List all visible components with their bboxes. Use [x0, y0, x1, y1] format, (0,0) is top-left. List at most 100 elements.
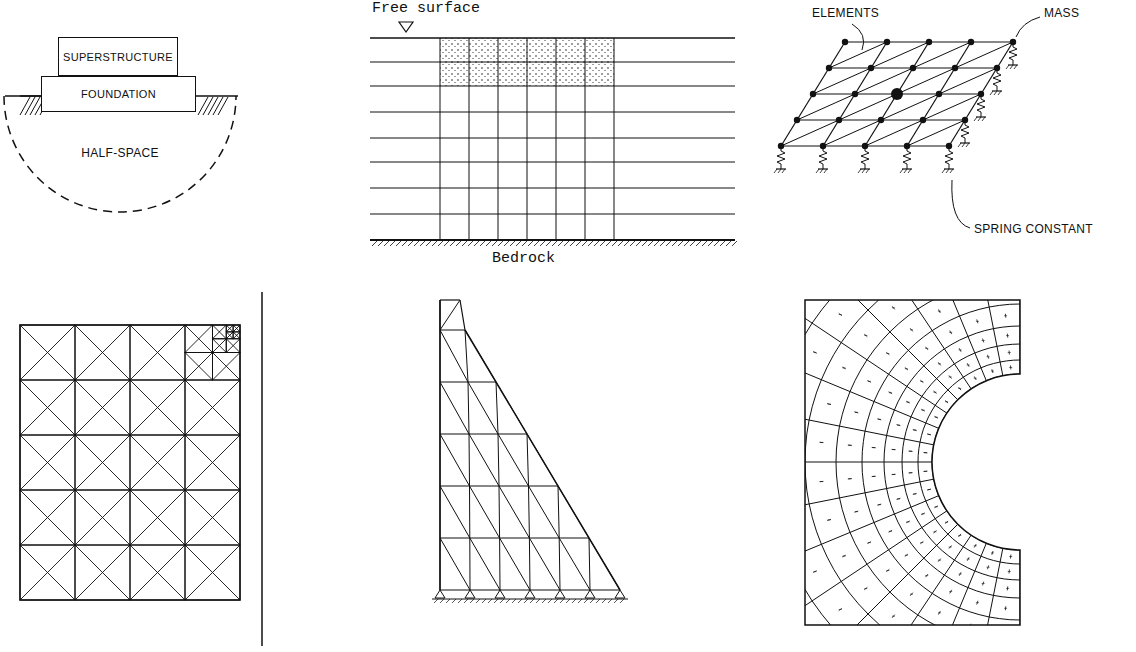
mesh-line [907, 120, 965, 146]
support-symbol [495, 590, 505, 598]
mesh-radial [859, 543, 986, 652]
stress-mark [820, 442, 823, 443]
stress-mark [925, 636, 927, 640]
bedrock-hatch [600, 241, 605, 246]
callout-label: SPRING CONSTANT [974, 222, 1093, 236]
plate-mesh [774, 17, 1040, 228]
mass-dot [852, 91, 858, 97]
mesh-line [440, 300, 460, 330]
mesh-line [469, 434, 498, 435]
mass-dot [978, 91, 984, 97]
stress-mark [848, 478, 851, 479]
spring-ground-hatch [908, 169, 911, 173]
mesh-line [185, 545, 240, 600]
mesh-cell [185, 490, 240, 545]
mesh-line [823, 120, 881, 146]
stress-mark [992, 369, 993, 373]
bedrock-hatch [546, 241, 551, 246]
mesh-radial [938, 548, 1003, 652]
bedrock-hatch [408, 241, 413, 246]
mesh-line [865, 42, 929, 146]
support-symbol [555, 590, 565, 598]
support-hatch [620, 599, 624, 603]
mesh-arc [735, 177, 1020, 652]
mesh-cell [130, 545, 185, 600]
stress-mark [938, 309, 940, 313]
support-hatch [446, 599, 450, 603]
stress-mark [921, 409, 925, 411]
support-hatch [596, 599, 600, 603]
stress-mark [839, 314, 842, 315]
stress-mark [935, 506, 938, 507]
spring-ground-hatch [946, 169, 949, 173]
mesh-cell [130, 380, 185, 435]
stress-mark [752, 488, 756, 489]
stress-mark [1009, 556, 1012, 557]
stress-mark [941, 206, 944, 207]
mesh-line [865, 120, 923, 146]
support-hatch [476, 599, 480, 603]
bedrock-hatch [660, 241, 665, 246]
stress-mark [977, 319, 978, 323]
stress-mark [878, 504, 881, 505]
half-space-region: HALF-SPACE [0, 96, 240, 218]
support-hatch [608, 599, 612, 603]
mesh-line [213, 353, 241, 381]
mesh-radial [723, 524, 958, 652]
stress-mark [925, 348, 928, 349]
mass-dot [778, 143, 784, 149]
bedrock-hatch [666, 241, 671, 246]
mass-dot [878, 117, 884, 123]
stress-mark [924, 637, 927, 638]
stress-mark [913, 430, 916, 431]
mesh-radial [608, 380, 934, 445]
stress-mark [864, 587, 867, 590]
soil-hatch [203, 97, 213, 115]
stress-mark [864, 335, 867, 336]
mesh-arc [770, 212, 1020, 652]
stress-mark [983, 582, 984, 586]
spring-ground-hatch [858, 169, 861, 173]
stress-mark [949, 332, 952, 333]
mesh-line [440, 486, 470, 538]
stress-mark [892, 616, 895, 617]
bedrock-hatch [480, 241, 485, 246]
stress-mark [991, 371, 994, 372]
stress-mark [933, 531, 936, 534]
stress-mark [897, 425, 900, 426]
stress-mark [871, 641, 874, 642]
stress-mark [855, 511, 858, 512]
support-hatch [440, 599, 444, 603]
mesh-line [130, 490, 185, 545]
stress-mark [897, 425, 901, 426]
stress-mark [949, 591, 952, 592]
spring-ground-hatch [1014, 65, 1017, 69]
stress-mark [892, 449, 895, 450]
stress-mark [950, 331, 952, 335]
stress-mark [977, 601, 978, 605]
bedrock-hatch [582, 241, 587, 246]
mesh-line [881, 94, 939, 120]
support-hatch [488, 599, 492, 603]
stress-mark [906, 521, 910, 523]
mesh-line [468, 382, 498, 434]
mesh-line [469, 486, 470, 538]
refined-mesh [20, 292, 262, 646]
mesh-line [226, 332, 233, 339]
stress-mark [967, 559, 970, 560]
stress-mark [934, 416, 938, 418]
stress-mark [782, 587, 786, 589]
stress-mark [958, 535, 961, 536]
support-hatch [512, 599, 516, 603]
stress-mark [976, 602, 979, 603]
layer-line [370, 138, 735, 139]
mass-dot [904, 143, 910, 149]
stress-mark [812, 292, 815, 293]
bedrock-hatch [636, 241, 641, 246]
mesh-line [213, 353, 241, 381]
stress-mark [812, 630, 815, 633]
mesh-cell [20, 325, 75, 380]
stress-mark [1003, 630, 1004, 634]
stress-mark [992, 551, 993, 555]
mass-dot [952, 65, 958, 71]
